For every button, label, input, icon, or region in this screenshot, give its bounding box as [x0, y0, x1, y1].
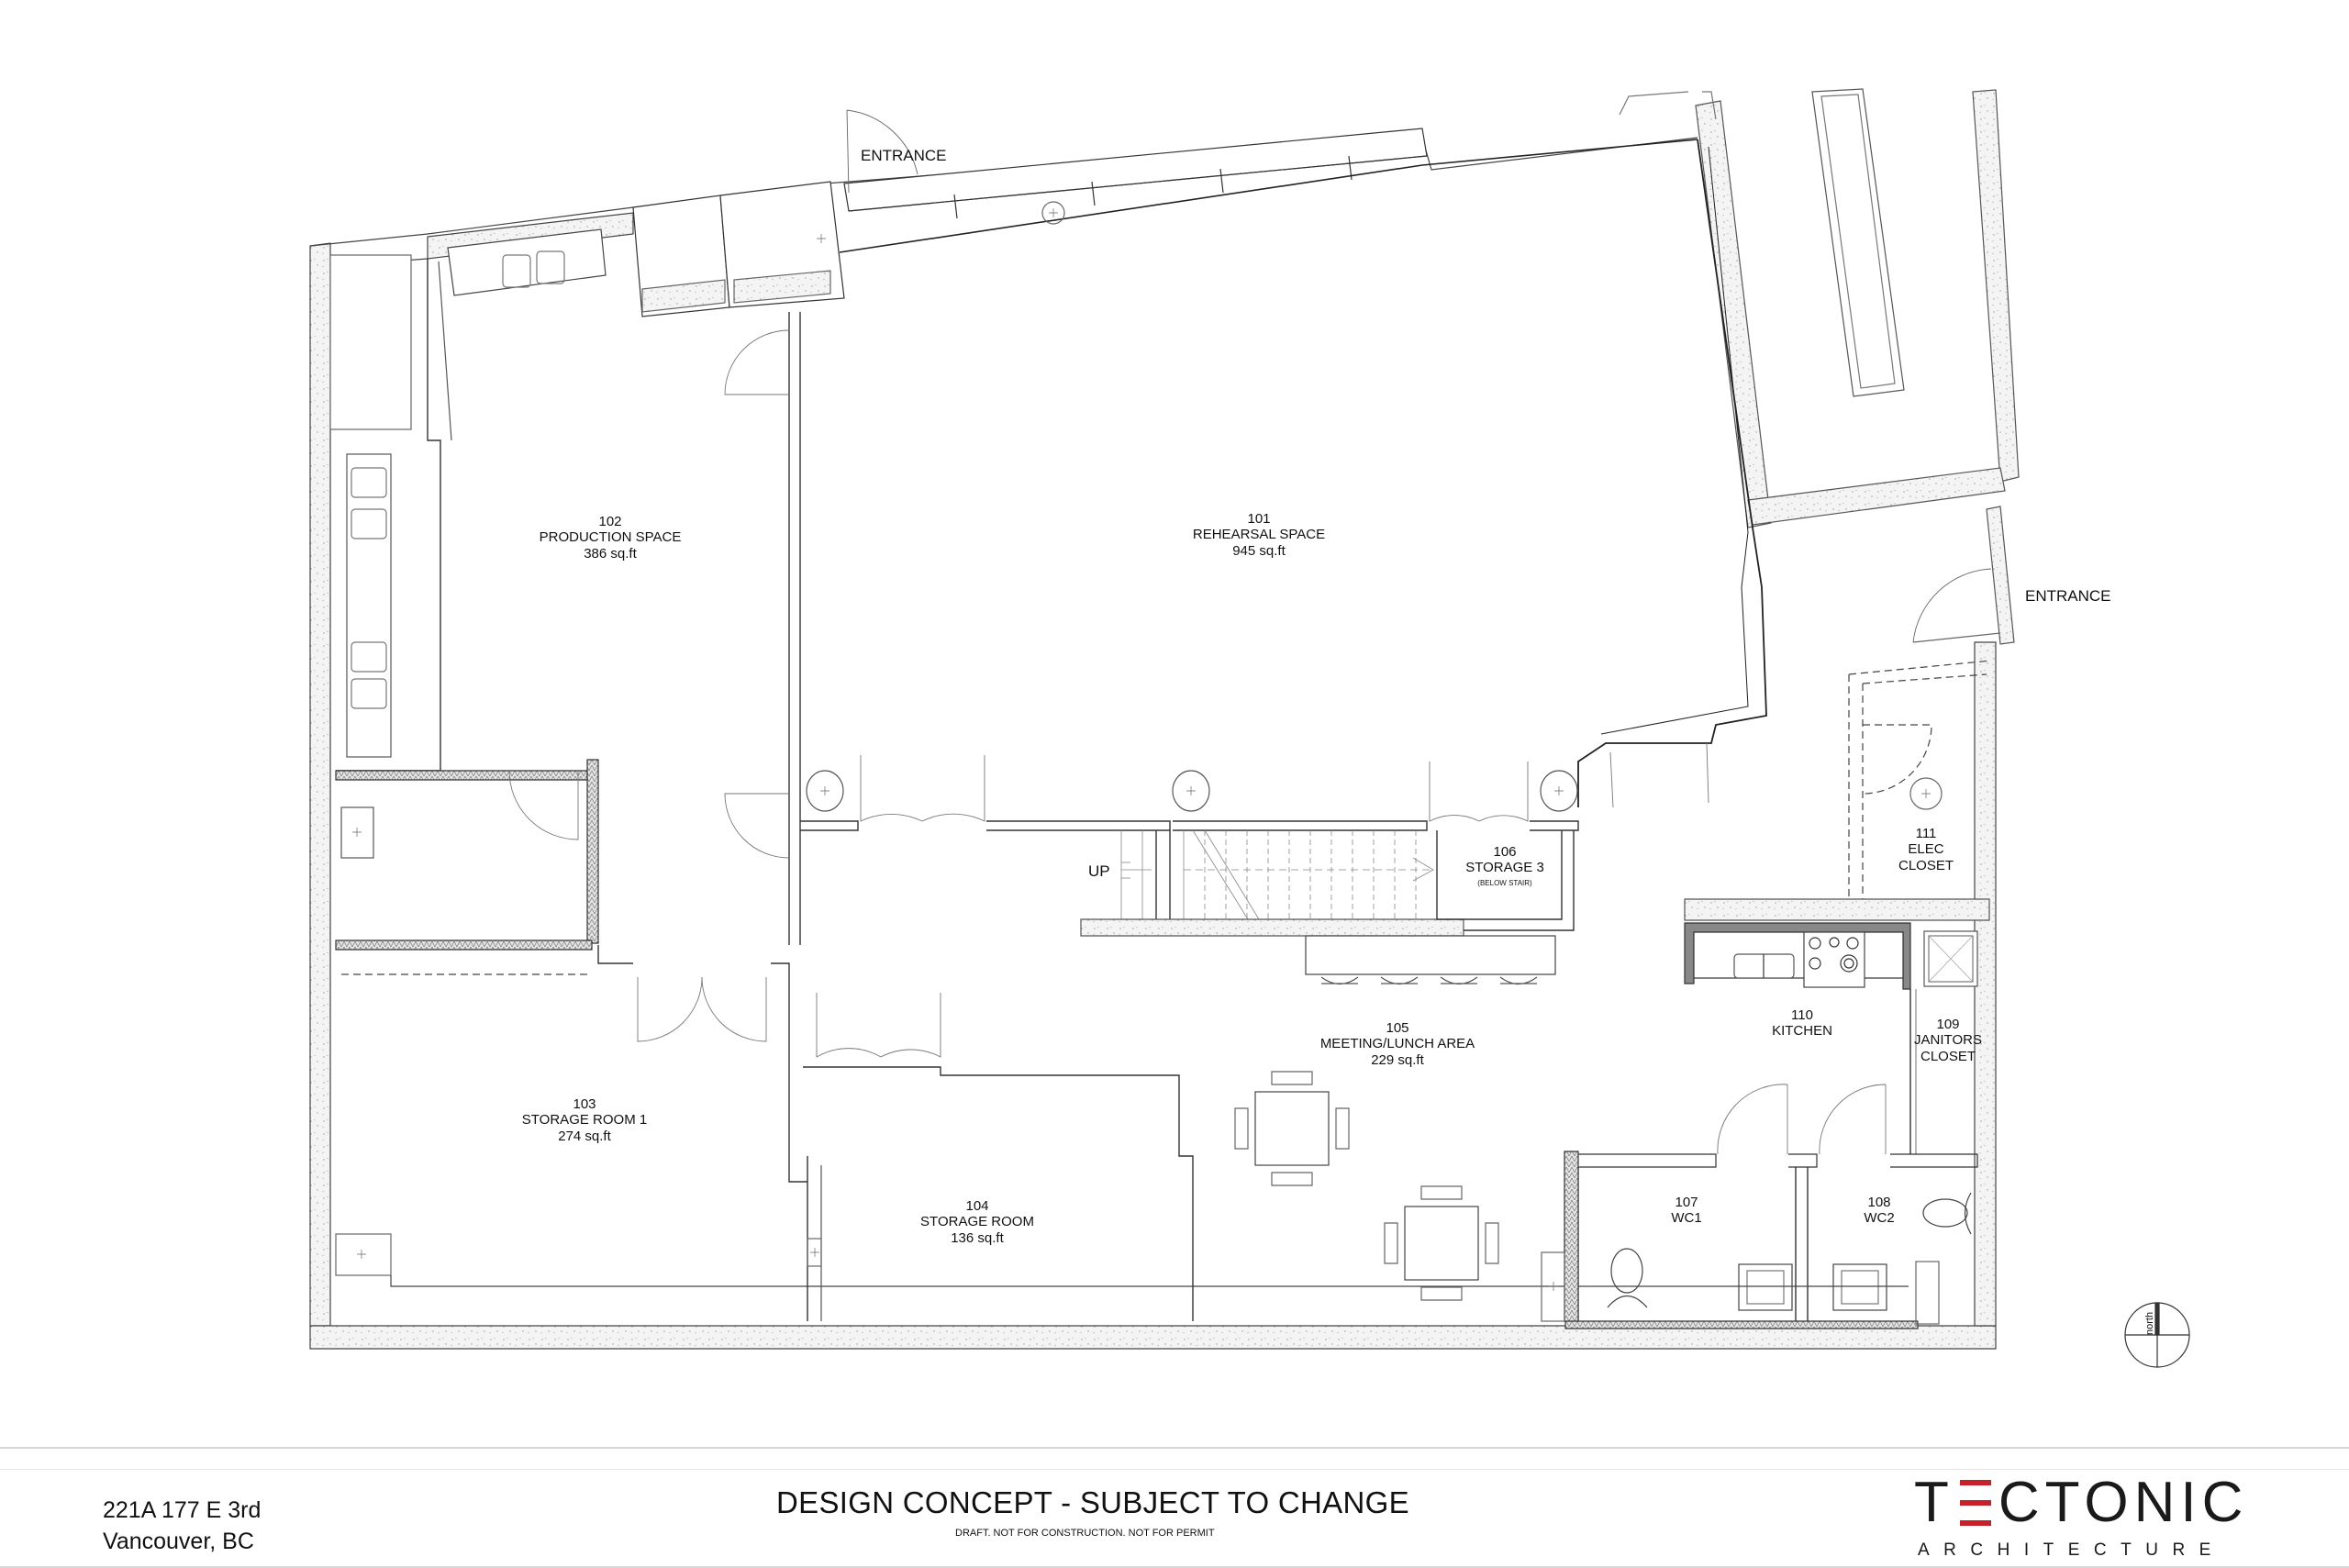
wc2-door: [1819, 1084, 1887, 1155]
sink-wc1: [1738, 1263, 1793, 1311]
dining-table-1: [1234, 1071, 1350, 1186]
logo-e-bars-icon: [1959, 1480, 1991, 1526]
adjacent-structure: [1695, 100, 1772, 528]
dining-table-2: [1384, 1185, 1499, 1301]
logo-letter-t: T: [1914, 1471, 1954, 1534]
toilet-wc1: [1610, 1248, 1643, 1294]
room-104-label: 104 STORAGE ROOM 136 sq.ft: [920, 1198, 1034, 1246]
title-block: 221A 177 E 3rd Vancouver, BC DESIGN CONC…: [0, 1447, 2349, 1568]
entrance-door-top: [846, 109, 918, 194]
room-107-label: 107 WC1: [1671, 1195, 1702, 1227]
north-arrow-icon: [2124, 1302, 2190, 1368]
door-small-room: [508, 770, 579, 840]
room-102-label: 102 PRODUCTION SPACE 386 sq.ft: [539, 514, 682, 562]
production-counter: [346, 453, 392, 758]
room-110-label: 110 KITCHEN: [1772, 1007, 1832, 1040]
drawing-title: DESIGN CONCEPT - SUBJECT TO CHANGE: [776, 1485, 1409, 1519]
room-105-label: 105 MEETING/LUNCH AREA 229 sq.ft: [1319, 1020, 1475, 1068]
door-104-double: [816, 993, 941, 1058]
title-block-divider: [0, 1469, 2349, 1470]
stair-base-wall: [1080, 918, 1464, 937]
exterior-wall-bottom: [309, 1325, 1997, 1350]
entrance-label-right: ENTRANCE: [2025, 587, 2111, 605]
room-103-label: 103 STORAGE ROOM 1 274 sq.ft: [521, 1096, 648, 1144]
room-109-label: 109 JANITORS CLOSET: [1914, 1017, 1982, 1064]
planter: [1811, 88, 1905, 397]
wc1-door: [1717, 1084, 1788, 1155]
door-102-lower: [724, 793, 790, 859]
entrance-door-right: [1912, 568, 1992, 643]
logo-subtitle: ARCHITECTURE: [1918, 1540, 2225, 1560]
bar-counter: [1305, 935, 1556, 975]
logo-wordmark: T CTONIC: [1914, 1474, 2248, 1531]
exterior-wall-right: [1974, 641, 1997, 1327]
stair: [1120, 829, 1438, 920]
entrance-label-top: ENTRANCE: [861, 147, 947, 164]
room-101-label: 101 REHEARSAL SPACE 945 sq.ft: [1192, 511, 1326, 559]
project-address: 221A 177 E 3rd Vancouver, BC: [103, 1495, 261, 1557]
kitchen-wall: [1684, 898, 1990, 921]
door-101-double-left: [860, 755, 985, 822]
room-108-label: 108 WC2: [1864, 1195, 1895, 1227]
stair-up-label: UP: [1088, 862, 1110, 880]
sink-wc2: [1832, 1263, 1887, 1311]
address-line-2: Vancouver, BC: [103, 1529, 254, 1554]
address-line-1: 221A 177 E 3rd: [103, 1497, 262, 1523]
wc-outer-wall: [1564, 1153, 1919, 1329]
storefront-window: [843, 128, 1428, 212]
bar-stools: [1320, 976, 1538, 985]
north-label: north: [2144, 1312, 2155, 1335]
tectonic-logo: T CTONIC ARCHITECTURE: [1914, 1474, 2263, 1562]
door-101-double-right: [1429, 762, 1529, 822]
stove: [1803, 931, 1865, 988]
door-103-double: [637, 976, 767, 1042]
door-102: [724, 329, 790, 395]
drawing-disclaimer: DRAFT. NOT FOR CONSTRUCTION. NOT FOR PER…: [955, 1528, 1215, 1539]
floor-plan: north: [309, 88, 2190, 1368]
logo-letters-rest: CTONIC: [1998, 1471, 2249, 1534]
toilet-wc2: [1922, 1198, 1968, 1228]
room-111-label: 111 ELEC CLOSET: [1898, 826, 1954, 873]
door-101-double-far: [1609, 742, 1709, 808]
room-106-label: 106 STORAGE 3 (BELOW STAIR): [1465, 844, 1544, 887]
exterior-wall-left: [309, 242, 331, 1327]
